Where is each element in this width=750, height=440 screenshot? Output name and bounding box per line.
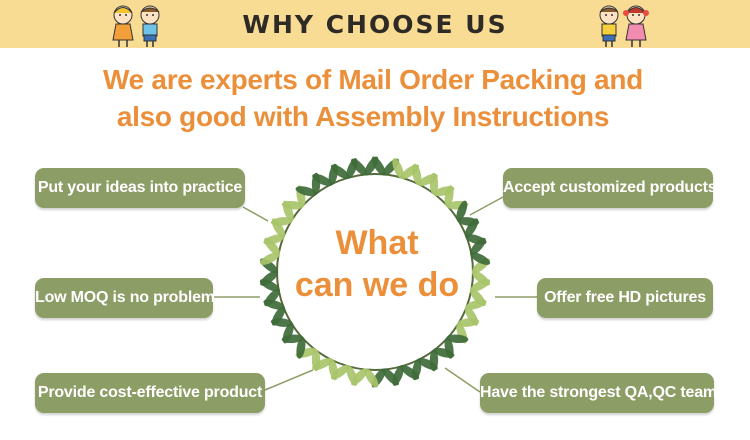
headline-line-1: We are experts of Mail Order Packing and [103,64,643,95]
feature-free-hd-pictures: Offer free HD pictures [537,278,713,318]
feature-cost-effective: Provide cost-effective product [35,373,265,413]
cartoon-kids-left-icon [112,5,160,47]
headline-line-2: also good with Assembly Instructions [116,101,610,132]
center-title-line-1: What [335,224,419,262]
banner-title: WHY CHOOSE US [242,10,508,39]
laurel-wreath-icon [259,156,491,388]
feature-low-moq: Low MOQ is no problem [35,278,215,318]
feature-customized-products: Accept customized products [503,168,717,208]
center-title-line-2: can we do [294,266,460,304]
feature-qa-qc-team: Have the strongest QA,QC team [480,373,717,413]
feature-ideas-into-practice: Put your ideas into practice [35,168,245,208]
cartoon-kids-right-icon [599,5,649,47]
